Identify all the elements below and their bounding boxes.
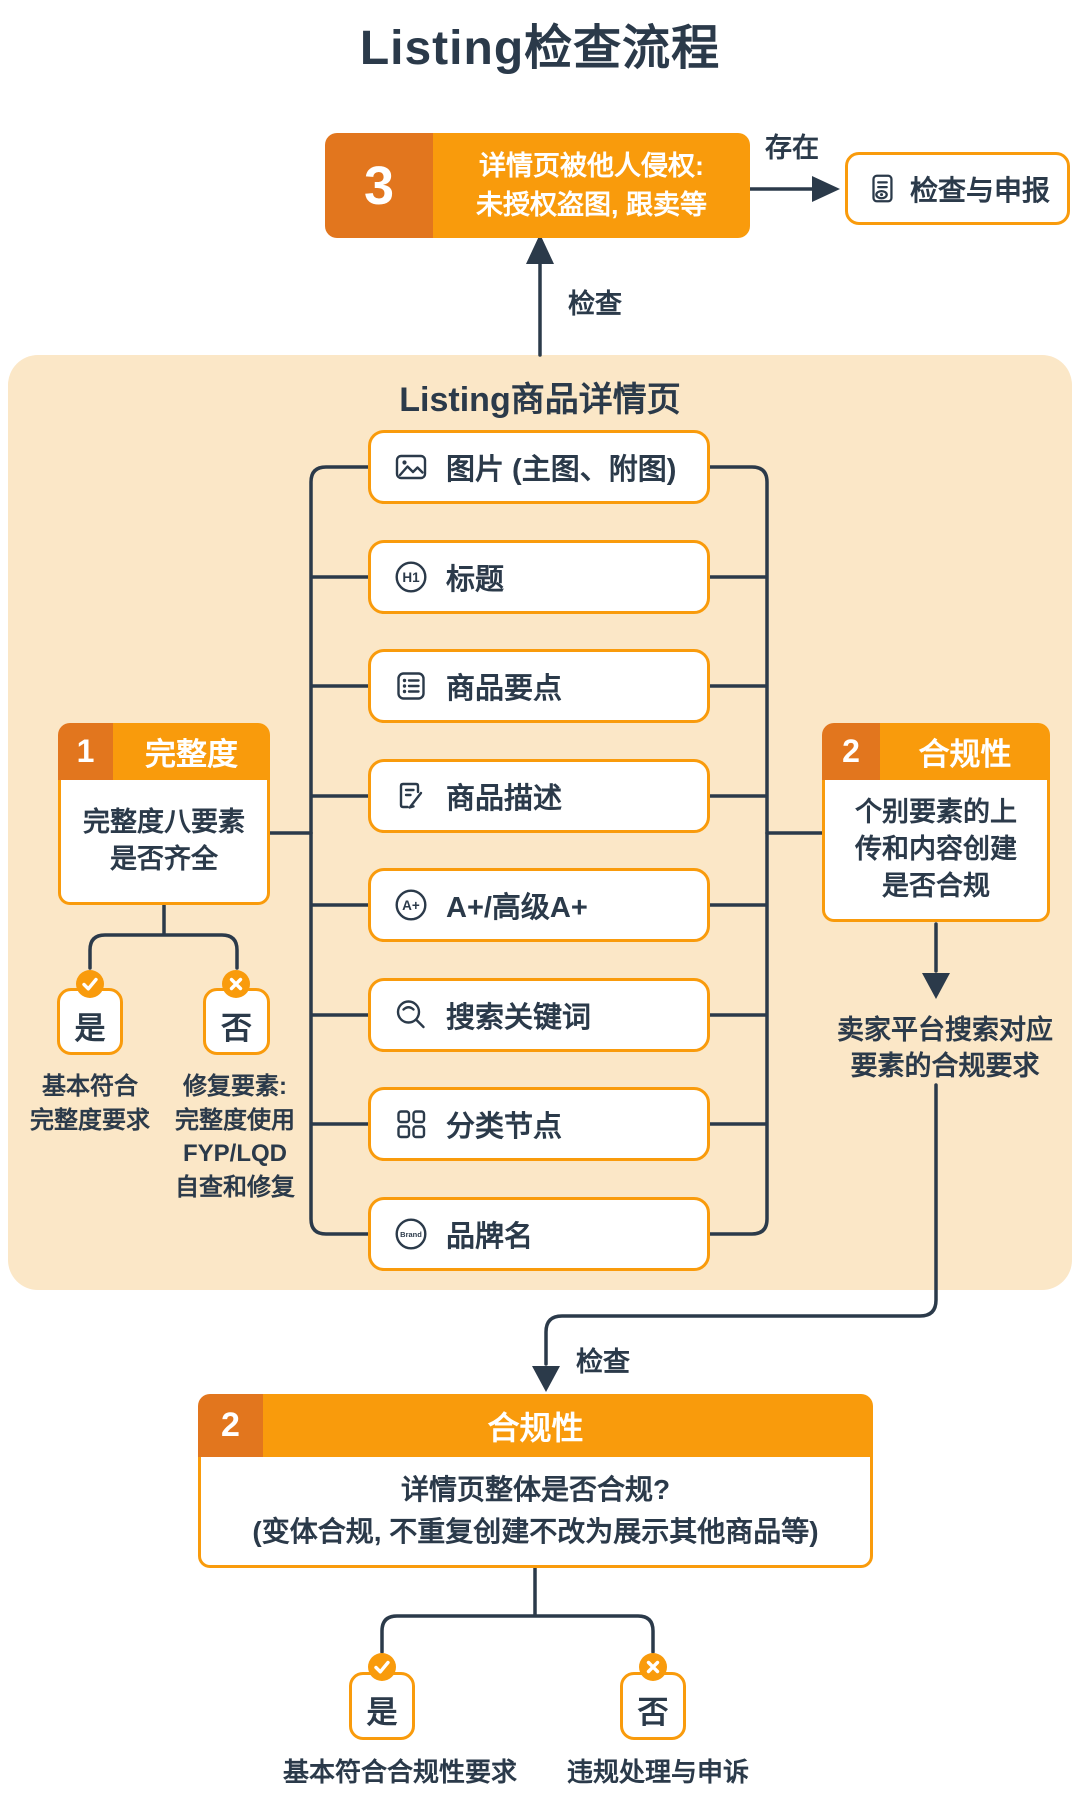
step1-no-note: 修复要素: 完整度使用 FYP/LQD 自查和修复	[175, 1073, 295, 1201]
brand-icon-text: Brand	[400, 1230, 422, 1239]
step2-yes-box: 是	[349, 1672, 415, 1740]
step2-main-title: 合规性	[263, 1394, 873, 1457]
item-label: A+/高级A+	[446, 892, 588, 924]
exists-label: 存在	[765, 133, 819, 163]
item-brand: Brand 品牌名	[368, 1197, 710, 1271]
category-icon	[397, 1110, 426, 1139]
bullet-list-icon	[397, 672, 425, 700]
item-description: 商品描述	[368, 759, 710, 833]
detail-page-title: Listing商品详情页	[399, 381, 681, 419]
item-keywords: 搜索关键词	[368, 978, 710, 1052]
step2-no-box: 否	[620, 1672, 686, 1740]
step3-number: 3	[325, 133, 433, 238]
item-label: 标题	[446, 564, 505, 596]
step2-side-question: 个别要素的上 传和内容创建 是否合规	[822, 780, 1050, 922]
step2-main-number: 2	[198, 1394, 263, 1457]
x-icon	[646, 1660, 660, 1674]
item-title: H1 标题	[368, 540, 710, 614]
step2-yes-badge	[368, 1653, 396, 1681]
report-box: 检查与申报	[845, 152, 1070, 225]
search-icon	[396, 1000, 425, 1029]
a-plus-icon: A+	[395, 889, 427, 921]
page-title: Listing检查流程	[359, 22, 721, 75]
step2-side-title: 合规性	[880, 723, 1050, 780]
a-plus-icon-text: A+	[402, 898, 420, 913]
step2-main-box: 2 合规性 详情页整体是否合规? (变体合规, 不重复创建不改为展示其他商品等)	[198, 1394, 873, 1568]
heading-icon: H1	[395, 561, 427, 593]
item-images: 图片 (主图、附图)	[368, 430, 710, 504]
step2-side-number: 2	[822, 723, 880, 780]
step1-yes-badge	[76, 970, 104, 998]
item-aplus: A+ A+/高级A+	[368, 868, 710, 942]
item-label: 搜索关键词	[446, 1002, 592, 1034]
step2-main-header: 2 合规性	[198, 1394, 873, 1457]
step1-question: 完整度八要素 是否齐全	[58, 780, 270, 905]
step2-no-note: 违规处理与申诉	[566, 1757, 749, 1787]
item-label: 品牌名	[446, 1221, 534, 1253]
step1-yes-note: 基本符合 完整度要求	[30, 1073, 150, 1134]
step2-side-header: 2 合规性	[822, 723, 1050, 780]
step1-number: 1	[58, 723, 113, 780]
report-label: 检查与申报	[909, 174, 1050, 206]
step2-yes-note: 基本符合合规性要求	[282, 1757, 517, 1787]
item-bullets: 商品要点	[368, 649, 710, 723]
item-label: 图片 (主图、附图)	[446, 454, 677, 486]
step2-side-box: 2 合规性 个别要素的上 传和内容创建 是否合规	[822, 723, 1050, 922]
step2-no-badge	[639, 1653, 667, 1681]
step1-box: 1 完整度 完整度八要素 是否齐全	[58, 723, 270, 905]
check-icon	[82, 977, 98, 991]
brand-icon: Brand	[395, 1218, 427, 1250]
report-eye-icon	[872, 174, 893, 202]
step1-no-badge	[222, 970, 250, 998]
step3-box: 3 详情页被他人侵权: 未授权盗图, 跟卖等	[325, 133, 750, 238]
heading-icon-text: H1	[402, 570, 420, 585]
check-label-top: 检查	[568, 289, 622, 319]
step1-header: 1 完整度	[58, 723, 270, 780]
item-category: 分类节点	[368, 1087, 710, 1161]
check-icon	[374, 1660, 390, 1674]
step3-text: 详情页被他人侵权: 未授权盗图, 跟卖等	[433, 133, 750, 238]
description-icon	[399, 782, 423, 809]
x-icon	[229, 977, 243, 991]
step1-title: 完整度	[113, 723, 270, 780]
step2-side-note: 卖家平台搜索对应 要素的合规要求	[837, 1015, 1053, 1082]
item-label: 商品描述	[446, 783, 563, 815]
step1-yes-box: 是	[57, 988, 123, 1055]
check-label-bottom: 检查	[576, 1347, 630, 1377]
image-icon	[395, 454, 427, 480]
item-label: 分类节点	[446, 1111, 563, 1143]
step1-no-box: 否	[203, 988, 270, 1055]
step2-main-question: 详情页整体是否合规? (变体合规, 不重复创建不改为展示其他商品等)	[198, 1457, 873, 1568]
item-label: 商品要点	[446, 673, 563, 705]
